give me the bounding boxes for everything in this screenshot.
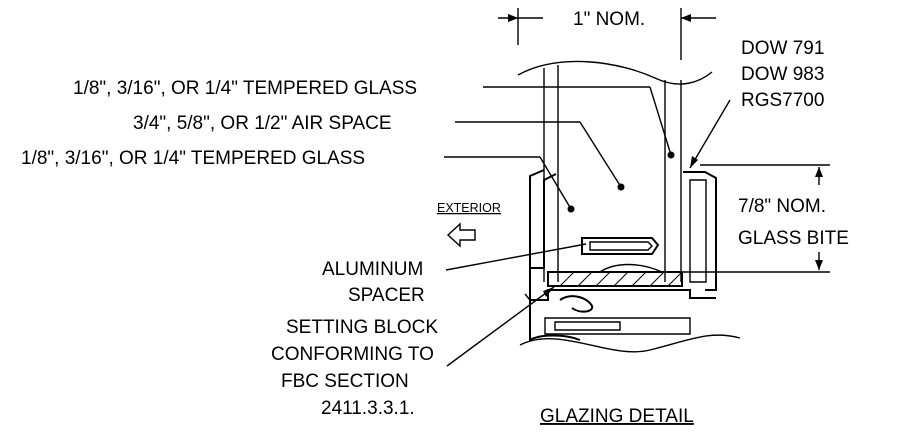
- air-space-label: 3/4", 5/8", OR 1/2" AIR SPACE: [133, 113, 392, 134]
- glass-inner-label: 1/8", 3/16", OR 1/4" TEMPERED GLASS: [21, 148, 365, 169]
- setting-block-callout: SETTING BLOCK CONFORMING TO FBC SECTION …: [271, 286, 555, 419]
- exterior-indicator: EXTERIOR: [437, 201, 501, 248]
- glass-callouts: 1/8", 3/16", OR 1/4" TEMPERED GLASS 3/4"…: [21, 78, 675, 213]
- exterior-arrow-icon: [446, 222, 476, 248]
- glass-bite-dimension: 7/8" NOM. GLASS BITE: [683, 164, 849, 273]
- exterior-label: EXTERIOR: [437, 201, 501, 215]
- glass-outer-label: 1/8", 3/16", OR 1/4" TEMPERED GLASS: [73, 78, 417, 99]
- nominal-width-label: 1" NOM.: [573, 9, 645, 30]
- sealant-1: DOW 791: [741, 38, 824, 59]
- spacer-line1: ALUMINUM: [322, 259, 423, 280]
- block-line1: SETTING BLOCK: [286, 317, 438, 338]
- block-line4: 2411.3.3.1.: [321, 398, 415, 419]
- glass-bite-line1: 7/8" NOM.: [738, 196, 826, 217]
- drawing-title: GLAZING DETAIL: [540, 406, 694, 427]
- sealant-callout: DOW 791 DOW 983 RGS7700: [689, 38, 824, 169]
- glass-bite-line2: GLASS BITE: [738, 228, 849, 249]
- nominal-width-dimension: 1" NOM.: [498, 8, 716, 60]
- spacer-line2: SPACER: [348, 285, 425, 306]
- sealant-3: RGS7700: [741, 90, 824, 111]
- glass-panes: [517, 60, 713, 282]
- sealant-2: DOW 983: [741, 64, 824, 85]
- block-line3: FBC SECTION: [281, 371, 409, 392]
- block-line2: CONFORMING TO: [271, 344, 434, 365]
- frame-profile: [519, 169, 741, 353]
- spacer-callout: ALUMINUM SPACER: [322, 243, 587, 306]
